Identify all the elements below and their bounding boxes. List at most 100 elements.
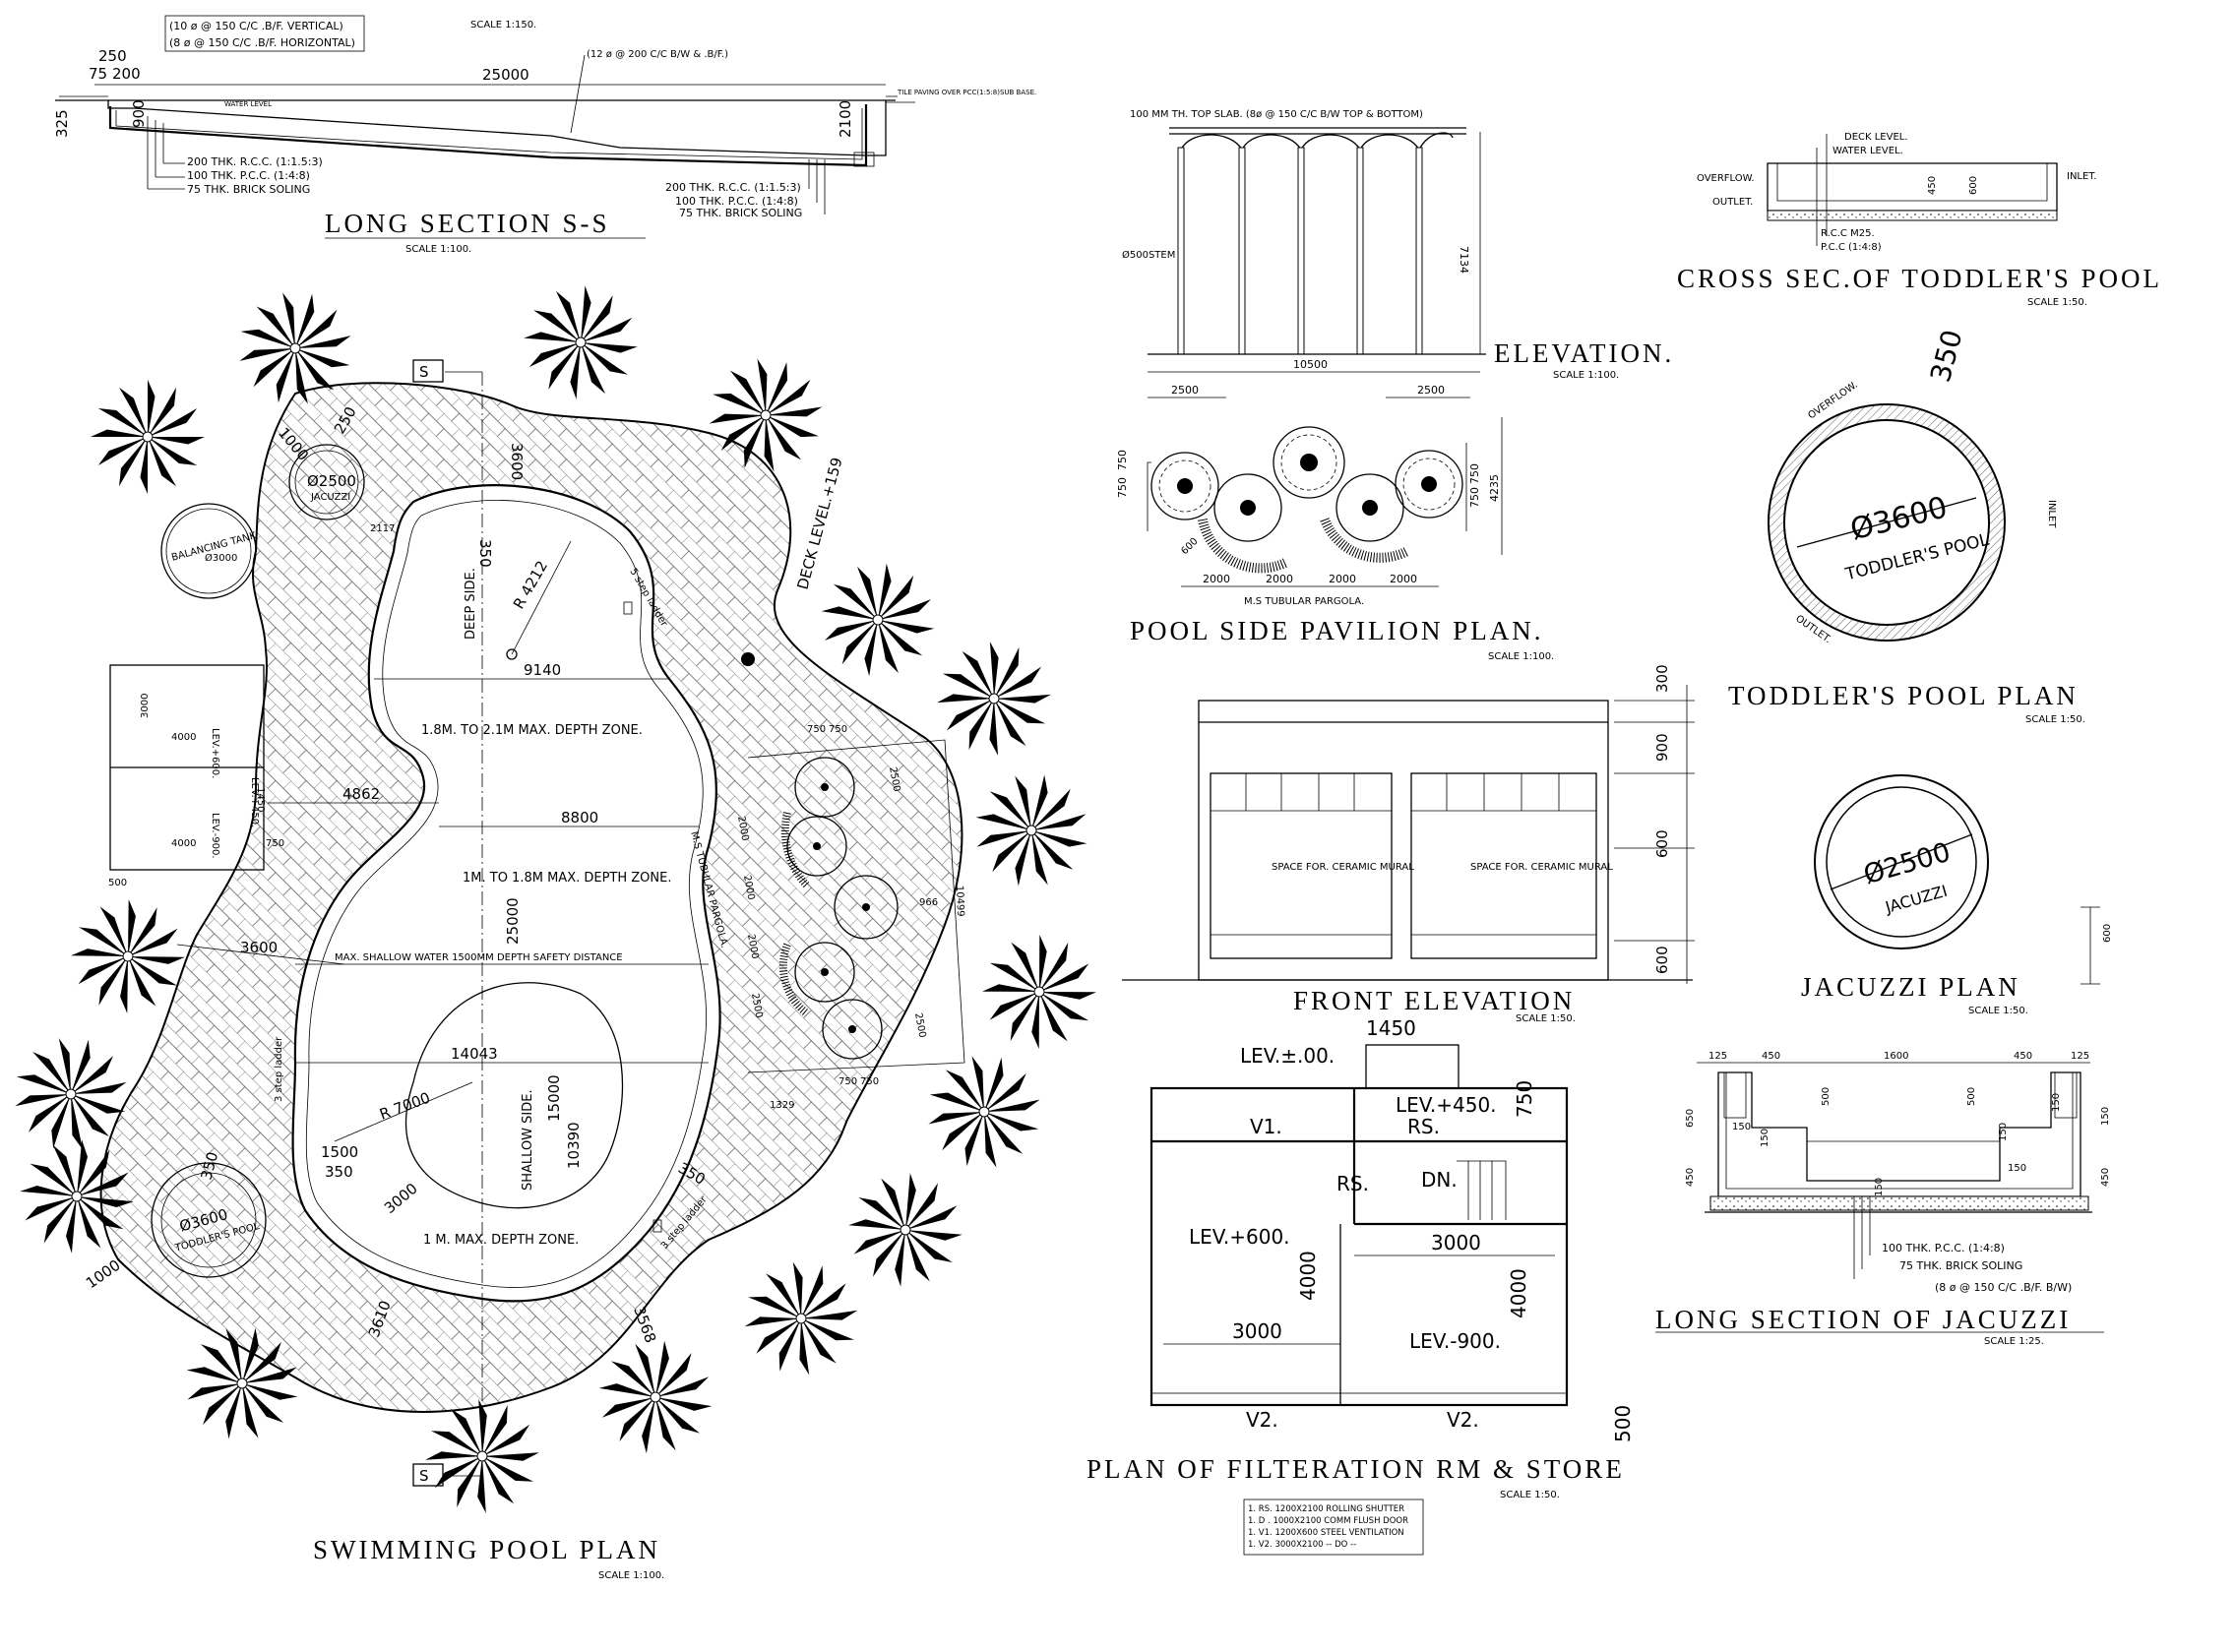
filt-rs1: RS. — [1407, 1115, 1440, 1138]
jacsec-d450b: 450 — [2014, 1051, 2032, 1062]
jacsec-side-d650: 650 — [1685, 1109, 1696, 1128]
palm-tree-icon — [15, 1038, 127, 1150]
section-marker-top[interactable]: S — [419, 363, 429, 381]
balancing-tank-dia: Ø3000 — [205, 552, 237, 564]
bldg-lev900: LEV.-900. — [210, 813, 220, 859]
layer-right-pcc: 100 THK. P.C.C. (1:4:8) — [675, 195, 798, 208]
dim-200: 200 — [112, 65, 141, 83]
dim-15000: 15000 — [545, 1074, 563, 1122]
pv-plan-d750c: 750 — [1468, 487, 1481, 508]
layer-left-pcc: 100 THK. P.C.C. (1:4:8) — [187, 169, 310, 182]
filt-dn: DN. — [1421, 1168, 1458, 1192]
filt-v1: V1. — [1250, 1115, 1282, 1138]
jacsec-d125b: 125 — [2071, 1051, 2089, 1062]
todsec-d600: 600 — [1968, 176, 1979, 195]
rebar-bw-note: (12 ø @ 200 C/C B/W & .B/F.) — [587, 49, 728, 60]
filt-rs2: RS. — [1336, 1172, 1369, 1195]
jacsec-side-d150d: 150 — [2008, 1163, 2026, 1174]
jacsec-side-d150f: 150 — [1998, 1123, 2009, 1141]
palm-tree-icon — [598, 1340, 713, 1454]
todsec-rcc: R.C.C M25. — [1821, 228, 1875, 239]
todplan-title: TODDLER'S POOL PLAN — [1728, 681, 2079, 710]
todplan-inlet: INLET — [2046, 500, 2057, 528]
jacsec-d450a: 450 — [1762, 1051, 1780, 1062]
palm-tree-icon — [425, 1399, 539, 1513]
bldg-d500: 500 — [108, 878, 127, 888]
pavilion-slab-note: 100 MM TH. TOP SLAB. (8ø @ 150 C/C B/W T… — [1130, 109, 1423, 120]
todsec-inlet: INLET. — [2067, 171, 2096, 182]
long-section-scale: SCALE 1:100. — [405, 244, 471, 255]
dim-750-pv-a: 750 — [838, 1076, 857, 1087]
dim-3568: 3568 — [630, 1304, 659, 1345]
pavilion-d7134: 7134 — [1458, 246, 1470, 274]
bldg-d4000a: 4000 — [171, 732, 196, 743]
pavilion-elevation-title: ELEVATION. — [1494, 338, 1674, 368]
dim-750-pv-d: 750 — [829, 724, 847, 735]
pavilion-column — [1238, 147, 1246, 355]
pavilion-plan-title: POOL SIDE PAVILION PLAN. — [1130, 616, 1544, 645]
palm-tree-icon — [239, 292, 351, 404]
pavilion-elevation-scale: SCALE 1:100. — [1553, 370, 1619, 381]
pool-plan-title: SWIMMING POOL PLAN — [313, 1535, 660, 1564]
dim-2100: 2100 — [837, 100, 854, 138]
pv-plan-d600: 600 — [1179, 536, 1200, 557]
bldg-lev600: LEV.+600. — [210, 728, 220, 778]
dim-14043: 14043 — [451, 1045, 498, 1063]
section-marker-bottom[interactable]: S — [419, 1467, 429, 1485]
front-d900: 900 — [1653, 733, 1671, 762]
filt-v2b: V2. — [1447, 1408, 1479, 1432]
filt-lev450: LEV.+450. — [1396, 1093, 1497, 1117]
mural1-line1: SPACE FOR. CERAMIC MURAL — [1272, 862, 1414, 873]
todsec-water: WATER LEVEL. — [1832, 146, 1903, 156]
pavilion-d10500: 10500 — [1293, 358, 1328, 371]
zone1-label: 1.8M. TO 2.1M MAX. DEPTH ZONE. — [421, 723, 643, 738]
jacuzzi-label: JACUZZI — [310, 492, 350, 503]
jacsec-side-d150g: 150 — [2100, 1107, 2111, 1126]
dim-1500: 1500 — [321, 1143, 358, 1161]
jacsec-side-d150a: 150 — [1732, 1122, 1751, 1132]
pv-plan-d750d: 750 — [1468, 463, 1481, 484]
filt-d3000a: 3000 — [1431, 1231, 1481, 1254]
palm-tree-icon — [744, 1261, 858, 1376]
pavilion-columns — [1177, 147, 1423, 355]
jacuzzi-plan-group: Ø2500 JACUZZI 600 JACUZZI PLAN SCALE 1:5… — [1801, 774, 2113, 1016]
dim-3600-left: 3600 — [240, 939, 278, 956]
toddler-plan-group: Ø3600 TODDLER'S POOL 350 OVERFLOW. INLET… — [1728, 327, 2085, 725]
water-level-label: WATER LEVEL — [224, 100, 272, 108]
pool-plan-group: S S Ø2500 JACUZZI 1000 250 2117 BALANCIN… — [15, 285, 1096, 1581]
dim-2500-pv-c: 2500 — [912, 1012, 927, 1039]
dim-1450-bldg: 1450 — [255, 787, 266, 812]
bldg-d4000b: 4000 — [171, 838, 196, 849]
dim-750-pv-b: 750 — [860, 1076, 879, 1087]
filt-lev900: LEV.-900. — [1409, 1329, 1501, 1353]
pv-plan-d2000a: 2000 — [1203, 573, 1230, 585]
jacsec-side-d450a: 450 — [1685, 1168, 1696, 1187]
rebar-horizontal-note: (8 ø @ 150 C/C .B/F. HORIZONTAL) — [169, 36, 355, 49]
jacsec-side-d150e: 150 — [1874, 1178, 1885, 1196]
palm-tree-icon — [524, 285, 638, 399]
filt-v2a: V2. — [1246, 1408, 1278, 1432]
pavilion-column — [1356, 147, 1364, 355]
dim-2000-pv-c: 2000 — [745, 934, 760, 960]
dim-350-b: 350 — [325, 1163, 353, 1181]
palm-tree-icon — [937, 642, 1051, 756]
dim-1000-bottom: 1000 — [83, 1256, 124, 1293]
pv-plan-d750b: 750 — [1116, 450, 1129, 470]
bldg-d750: 750 — [266, 838, 284, 849]
jacuzzi-dia-label: Ø2500 — [307, 472, 356, 490]
mural2-line1: SPACE FOR. CERAMIC MURAL — [1470, 862, 1613, 873]
todsec-d450: 450 — [1927, 176, 1938, 195]
filt-d500: 500 — [1611, 1405, 1635, 1442]
layer-left-rcc: 200 THK. R.C.C. (1:1.5:3) — [187, 155, 323, 168]
filt-lev0: LEV.±.00. — [1240, 1044, 1335, 1068]
front-elevation-scale: SCALE 1:50. — [1516, 1013, 1576, 1024]
step-ladder-left: 3 step ladder — [274, 1036, 284, 1102]
pv-plan-d2000d: 2000 — [1390, 573, 1417, 585]
palm-tree-icon — [186, 1327, 298, 1439]
rebar-note-box — [164, 15, 365, 52]
dim-1329: 1329 — [770, 1100, 794, 1111]
pv-plan-d750a: 750 — [1116, 477, 1129, 498]
safety-distance-label: MAX. SHALLOW WATER 1500MM DEPTH SAFETY D… — [335, 952, 623, 963]
pv-plan-pargola: M.S TUBULAR PARGOLA. — [1244, 596, 1364, 607]
